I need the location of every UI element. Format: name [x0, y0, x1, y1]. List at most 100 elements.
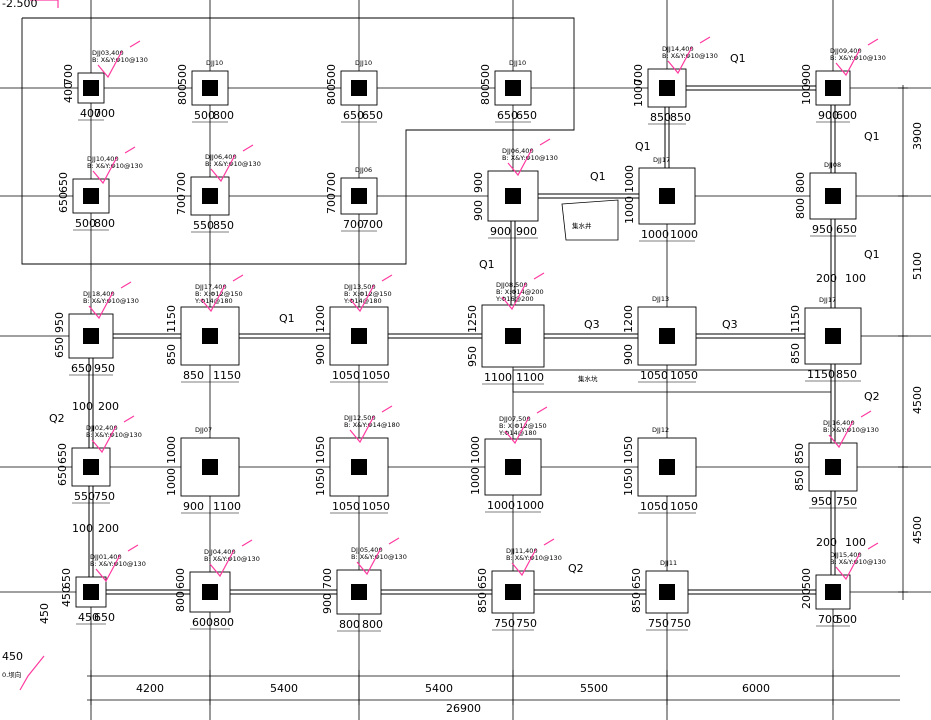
footing-dim-h: 450	[78, 611, 99, 624]
footing-dim-h: 1050	[640, 369, 668, 382]
footing-dim-h: 600	[836, 109, 857, 122]
footing-dim-h: 650	[836, 223, 857, 236]
footing-tag: Y:Φ14@180	[194, 297, 233, 305]
wall-label-q2-a: Q2	[864, 390, 880, 403]
footing-tag: B: X&Y:Φ10@130	[83, 297, 139, 305]
footing-tag: DJJ10,400	[87, 155, 119, 163]
footing-tag: B: X&Y:Φ10@130	[351, 553, 407, 561]
footing-dim-v: 850	[793, 443, 806, 464]
footing-pad	[77, 72, 105, 104]
dim-span-3: 5400	[425, 682, 453, 695]
column-block	[83, 328, 99, 344]
footing-dim-h: 900	[490, 225, 511, 238]
footing-dim-v: 700	[175, 194, 188, 215]
review-check-mark	[97, 40, 141, 79]
footing-dim-h: 400	[80, 107, 101, 120]
column-block	[505, 328, 521, 344]
review-marks	[19, 36, 879, 691]
wall-offset-dim: 100	[72, 522, 93, 535]
footing-dim-h: 950	[94, 362, 115, 375]
footing-dim-h: 1000	[670, 228, 698, 241]
dim-span-2: 5400	[270, 682, 298, 695]
footing-dim-v: 900	[800, 64, 813, 85]
footing-tag: DJJ12,500	[344, 414, 376, 422]
footing-dim-v: 1150	[165, 305, 178, 333]
wall-offset-dim: 200	[816, 272, 837, 285]
footing-dim-h: 650	[343, 109, 364, 122]
footing-tag: DJJ01,400	[90, 553, 122, 561]
footing-tag: B: X&Y:Φ10@130	[87, 162, 143, 170]
footing-dim-v: 1000	[469, 436, 482, 464]
footing-tag: DJJ13	[652, 295, 669, 303]
footing-dim-h: 750	[648, 617, 669, 630]
footing-dim-h: 850	[670, 111, 691, 124]
footing-dim-h: 750	[516, 617, 537, 630]
wall-offset-dim: 200	[816, 536, 837, 549]
wall-label-q2-c: Q2	[568, 562, 584, 575]
column-block	[202, 459, 218, 475]
footing-tag: DJJ17,400	[195, 283, 227, 291]
footing-tag: B: X&Y:Φ10@130	[506, 554, 562, 562]
footing-dim-v: 900	[472, 172, 485, 193]
footing-tag: Y:Φ16@200	[495, 295, 534, 303]
corner-note: 0.坝向	[2, 670, 21, 679]
footing-dim-h: 750	[670, 617, 691, 630]
footing-dim-h: 1050	[362, 500, 390, 513]
footing-dim-v: 650	[53, 337, 66, 358]
footing-dim-v: 200	[800, 588, 813, 609]
footing-tag: DJJ03,400	[92, 49, 124, 57]
column-block	[202, 80, 218, 96]
footing-dim-v: 650	[630, 568, 643, 589]
footing-dim-h: 1000	[487, 499, 515, 512]
tank-label-2: 集水坑	[578, 374, 598, 383]
footing-dim-v: 450	[60, 586, 73, 607]
column-block	[505, 188, 521, 204]
footing-dim-v: 1000	[165, 436, 178, 464]
footing-tag: B: X&Y:Φ10@130	[830, 558, 886, 566]
footing-dim-v: 1200	[622, 305, 635, 333]
column-block	[351, 328, 367, 344]
dim-span-1: 4200	[136, 682, 164, 695]
footing-tag: DJJ12	[652, 426, 669, 434]
wall-label-q1-d: Q1	[590, 170, 606, 183]
footing-dim-v: 1000	[623, 165, 636, 193]
corner-dim: 450	[2, 650, 23, 663]
footing-dim-v: 1250	[466, 305, 479, 333]
wall-label-q3-b: Q3	[722, 318, 738, 331]
footing-tag: DJJ09,400	[830, 47, 862, 55]
footing-dim-h: 900	[818, 109, 839, 122]
footing-dim-h: 700	[818, 613, 839, 626]
footing-dim-h: 900	[516, 225, 537, 238]
column-block	[83, 459, 99, 475]
footing-dim-h: 1000	[516, 499, 544, 512]
wall-label-q3-a: Q3	[584, 318, 600, 331]
review-check-mark	[92, 146, 136, 185]
footing-tag: B: X&Y:Φ10@130	[823, 426, 879, 434]
footing-tag: B: X&Y:Φ10@130	[205, 160, 261, 168]
footing-dim-v: 1200	[314, 305, 327, 333]
footing-dim-v: 800	[794, 198, 807, 219]
footing-dim-v: 650	[57, 172, 70, 193]
footing-dim-v: 500	[479, 64, 492, 85]
wall-label-q1-f: Q1	[479, 258, 495, 271]
footing-dim-h: 550	[193, 219, 214, 232]
footing-tag: B: X&Y:Φ10@130	[662, 52, 718, 60]
wall-offset-dim: 200	[98, 522, 119, 535]
footing-tag: B: X:Φ12@150	[344, 290, 392, 298]
review-check-mark	[356, 537, 400, 576]
footing-dim-v: 500	[800, 568, 813, 589]
footing-dim-v: 900	[314, 344, 327, 365]
wall-offset-dim: 100	[845, 272, 866, 285]
footing-tag: B: X:Φ12@150	[195, 290, 243, 298]
